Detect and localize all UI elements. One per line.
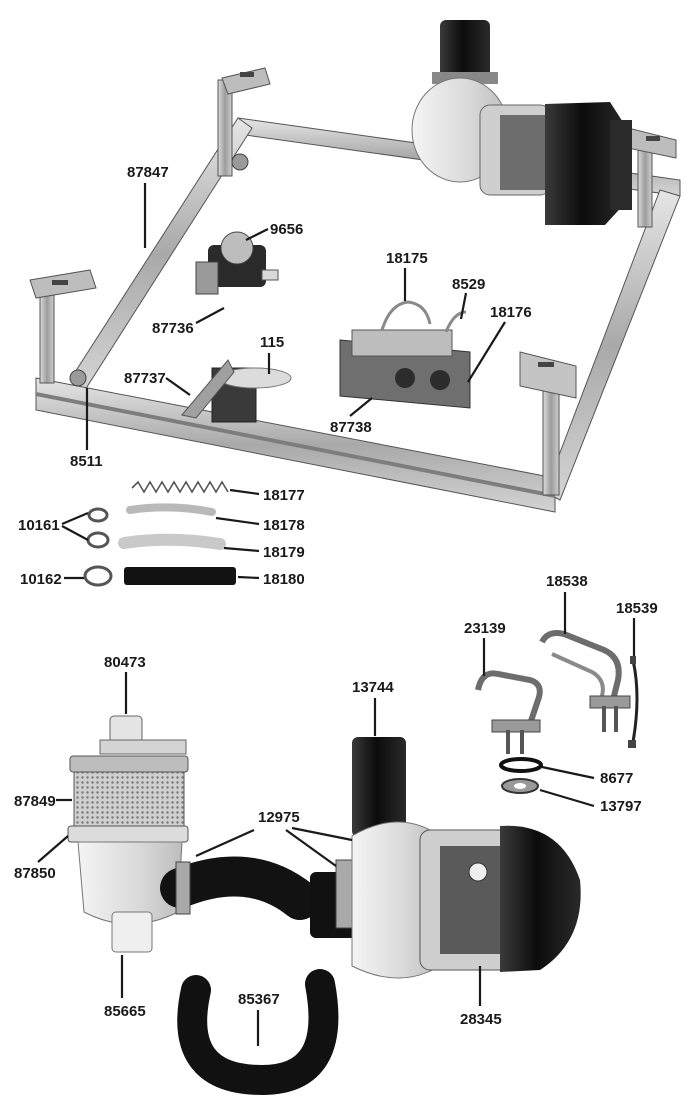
part-87738-panel xyxy=(339,300,471,409)
label-85367: 85367 xyxy=(238,991,280,1008)
leg-front-right xyxy=(519,351,577,496)
label-8529: 8529 xyxy=(452,276,485,293)
label-18180: 18180 xyxy=(263,571,305,588)
part-18539-wire xyxy=(628,656,639,748)
part-10162-clamp xyxy=(83,565,113,587)
part-8677-gasket xyxy=(499,757,543,773)
label-10162: 10162 xyxy=(20,571,62,588)
label-18179: 18179 xyxy=(263,544,305,561)
part-115-body xyxy=(181,359,292,423)
part-9656-body xyxy=(195,231,279,295)
filter-housing xyxy=(67,715,189,953)
pump-motor-lower xyxy=(310,737,581,979)
label-87736: 87736 xyxy=(152,320,194,337)
label-87737: 87737 xyxy=(124,370,166,387)
label-87850: 87850 xyxy=(14,865,56,882)
label-13744: 13744 xyxy=(352,679,394,696)
leg-back-right xyxy=(627,127,677,228)
label-8511: 8511 xyxy=(70,453,103,470)
part-13797-nut xyxy=(501,778,539,794)
label-8677: 8677 xyxy=(600,770,633,787)
leg-back-left xyxy=(217,67,271,177)
part-18178-tube xyxy=(126,503,216,516)
label-13797: 13797 xyxy=(600,798,642,815)
label-87847: 87847 xyxy=(127,164,169,181)
label-115: 115 xyxy=(260,334,284,351)
label-18177: 18177 xyxy=(263,487,305,504)
label-9656: 9656 xyxy=(270,221,303,238)
label-23139: 23139 xyxy=(464,620,506,637)
label-80473: 80473 xyxy=(104,654,146,671)
part-18177-spring xyxy=(131,480,229,494)
label-18178: 18178 xyxy=(263,517,305,534)
base-frame xyxy=(35,117,681,513)
hose-filter xyxy=(160,856,320,920)
label-87849: 87849 xyxy=(14,793,56,810)
label-18176: 18176 xyxy=(490,304,532,321)
label-85665: 85665 xyxy=(104,1003,146,1020)
label-28345: 28345 xyxy=(460,1011,502,1028)
pump-motor-top xyxy=(411,20,632,225)
label-12975: 12975 xyxy=(258,809,300,826)
label-87738: 87738 xyxy=(330,419,372,436)
label-18539: 18539 xyxy=(616,600,658,617)
label-18175: 18175 xyxy=(386,250,428,267)
part-23139-element xyxy=(475,670,543,754)
label-18538: 18538 xyxy=(546,573,588,590)
label-10161: 10161 xyxy=(18,517,60,534)
leg-front-left xyxy=(29,269,97,387)
part-18180-hose xyxy=(124,567,236,585)
part-10161-clamps xyxy=(86,507,110,549)
part-18179-tube xyxy=(118,533,226,550)
part-85367-u-hose xyxy=(177,969,339,1096)
callouts: 87847 9656 87736 18175 8529 18176 115 87… xyxy=(14,164,658,1046)
part-18538-element xyxy=(539,630,631,732)
